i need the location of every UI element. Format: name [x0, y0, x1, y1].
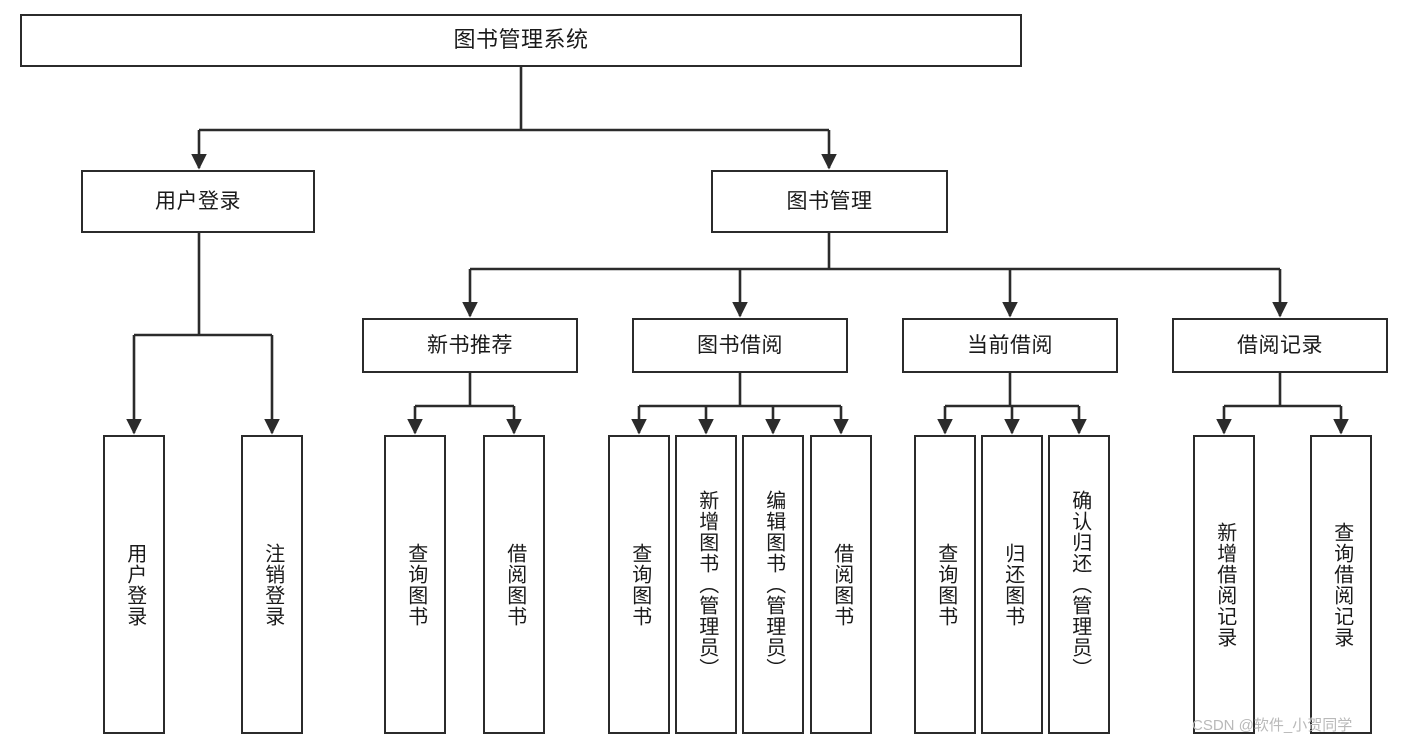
node-new-book-rec-label: 新书推荐	[427, 333, 513, 357]
csdn-watermark: CSDN @软件_小贺同学	[1192, 717, 1353, 734]
node-current-borrow[interactable]: 当前借阅	[902, 318, 1118, 373]
node-user-login-label: 用户登录	[155, 189, 241, 213]
node-leaf-borrow-book-2[interactable]: 借阅图书	[810, 435, 872, 734]
node-leaf-query-record[interactable]: 查询借阅记录	[1310, 435, 1372, 734]
node-leaf-borrow-book-2-label: 借阅图书	[830, 542, 853, 627]
node-root-label: 图书管理系统	[453, 27, 589, 53]
node-leaf-add-book[interactable]: 新增图书（管理员）	[675, 435, 737, 734]
node-leaf-query-record-label: 查询借阅记录	[1330, 521, 1353, 648]
node-current-borrow-label: 当前借阅	[967, 333, 1053, 357]
node-leaf-add-record-label: 新增借阅记录	[1213, 521, 1236, 648]
node-leaf-query-book-2-label: 查询图书	[628, 542, 651, 627]
node-leaf-edit-book-label: 编辑图书（管理员）	[762, 490, 785, 679]
node-book-borrow-label: 图书借阅	[697, 333, 783, 357]
node-leaf-confirm-return[interactable]: 确认归还（管理员）	[1048, 435, 1110, 734]
node-user-login[interactable]: 用户登录	[81, 170, 315, 233]
node-leaf-add-record[interactable]: 新增借阅记录	[1193, 435, 1255, 734]
node-new-book-rec[interactable]: 新书推荐	[362, 318, 578, 373]
node-leaf-user-login-label: 用户登录	[123, 542, 146, 627]
node-leaf-query-book-2[interactable]: 查询图书	[608, 435, 670, 734]
node-leaf-user-login[interactable]: 用户登录	[103, 435, 165, 734]
node-book-manage-label: 图书管理	[786, 189, 873, 213]
node-borrow-record[interactable]: 借阅记录	[1172, 318, 1388, 373]
node-leaf-edit-book[interactable]: 编辑图书（管理员）	[742, 435, 804, 734]
node-leaf-return-book-label: 归还图书	[1001, 542, 1024, 627]
node-book-manage[interactable]: 图书管理	[711, 170, 948, 233]
node-leaf-add-book-label: 新增图书（管理员）	[695, 490, 718, 679]
node-leaf-logout-login-label: 注销登录	[261, 542, 284, 627]
node-leaf-borrow-book-1[interactable]: 借阅图书	[483, 435, 545, 734]
node-leaf-query-book-1-label: 查询图书	[404, 542, 427, 627]
node-leaf-query-book-3-label: 查询图书	[934, 542, 957, 627]
node-leaf-query-book-1[interactable]: 查询图书	[384, 435, 446, 734]
node-leaf-borrow-book-1-label: 借阅图书	[503, 542, 526, 627]
node-book-borrow[interactable]: 图书借阅	[632, 318, 848, 373]
node-leaf-logout-login[interactable]: 注销登录	[241, 435, 303, 734]
node-leaf-return-book[interactable]: 归还图书	[981, 435, 1043, 734]
node-root[interactable]: 图书管理系统	[20, 14, 1022, 67]
node-leaf-query-book-3[interactable]: 查询图书	[914, 435, 976, 734]
node-borrow-record-label: 借阅记录	[1237, 333, 1323, 357]
node-leaf-confirm-return-label: 确认归还（管理员）	[1068, 490, 1091, 679]
